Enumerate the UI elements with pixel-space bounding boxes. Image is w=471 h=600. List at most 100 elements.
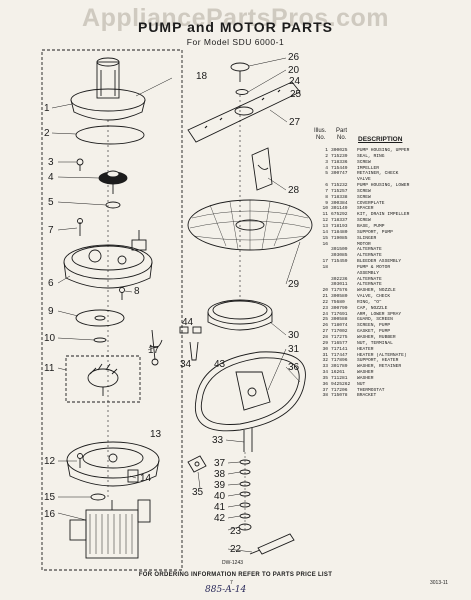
parts-list-description: COVERPLATE [357,200,385,206]
parts-list-description: HEATER (ALTERNATE) [357,352,407,358]
parts-list-illus-no: 4 [325,165,328,171]
callout-17: 17 [148,345,160,356]
heater-terminal [243,428,253,452]
coverplate [75,309,125,327]
callout-37: 37 [214,458,226,469]
parts-list-description: ASSEMBLY [357,270,380,276]
parts-list-illus-no: 23 [322,305,328,311]
parts-list-part-no: 715232 [331,183,348,189]
callout-41: 41 [214,502,226,513]
parts-list-part-no: 303085 [331,253,348,259]
parts-list-part-no: 301789 [331,364,348,370]
parts-list-description: SCREW [357,159,371,165]
parts-list-illus-no: 37 [322,387,328,393]
callout-33: 33 [212,435,224,446]
parts-list-part-no: 300790 [331,305,348,311]
callout-43: 43 [214,359,226,370]
parts-list-illus-no: 17 [322,259,328,265]
callout-6: 6 [48,278,54,289]
parts-list-illus-no: 29 [322,340,328,346]
parts-list-illus-no: 24 [322,311,328,317]
callout-26: 26 [288,52,300,63]
bracket [187,455,207,473]
parts-list-illus-no: 31 [322,352,328,358]
ordering-note: FOR ORDERING INFORMATION REFER TO PARTS … [138,572,333,578]
parts-list-row: VALVE [315,177,467,183]
callout-8: 8 [134,286,140,297]
callout-39: 39 [214,480,226,491]
parts-list-part-no: 718338 [331,194,348,200]
parts-list-illus-no: 9 [325,200,328,206]
lower-spray-arm [187,81,301,143]
pump-gasket [207,299,273,331]
parts-list-part-no: 719085 [331,235,348,241]
parts-list-description: GUARD, SCREEN [357,317,393,323]
thermostat [249,533,295,555]
parts-list-part-no: 717275 [331,335,348,340]
callout-13: 13 [150,429,162,440]
parts-list-description: PUMP HOUSING, UPPER [357,148,410,153]
parts-list-illus-no: 5 [325,171,328,177]
parts-list-illus-no: 6 [325,183,328,189]
parts-list-part-no: 16261 [331,370,345,376]
parts-list-description: ARM, LOWER SPRAY [357,311,402,317]
parts-list-description: WASHER, RUBBER [357,335,396,340]
parts-list-description: ALTERNATE [357,247,382,253]
parts-list-description: NUT [357,381,366,387]
parts-list-description: BRACKET [357,393,377,399]
parts-list-part-no: 75680 [331,299,345,305]
parts-list-illus-no: 15 [322,235,328,241]
parts-list-illus-no: 22 [322,299,328,305]
parts-list-illus-no: 16 [322,241,328,247]
parts-list-description: VALVE [357,177,371,183]
parts-list-description: WASHER [357,375,374,381]
parts-list-part-no: 300747 [331,171,348,177]
parts-list-illus-no: 11 [322,212,328,218]
parts-list-illus-no: 12 [322,218,328,224]
callout-40: 40 [214,491,226,502]
parts-list-part-no: 715449 [331,165,348,171]
parts-list-part-no: 301149 [331,206,348,212]
parts-list-illus-no: 26 [322,323,328,329]
callout-1: 1 [44,103,50,114]
parts-list-row: 16 MOTOR [315,242,467,248]
watermark: AppliancePartsPros.com [82,4,389,32]
parts-list-description: KIT, DRAIN IMPELLER [357,212,410,218]
parts-list-description: SPACER [357,206,374,212]
parts-list-illus-no: 8 [325,194,328,200]
upper-pump-housing [70,57,146,121]
impeller [98,170,128,194]
parts-list-description: MOTOR [357,241,371,247]
form-code: 3013-11 [430,580,448,586]
seal-ring [75,125,145,145]
screen-guard [251,147,273,191]
callout-5: 5 [48,197,54,208]
callout-10: 10 [44,333,56,344]
parts-list-illus-no: 14 [322,229,328,235]
parts-list-part-no: 716577 [331,340,348,346]
parts-list-description: HEATER [357,346,374,352]
parts-list-description: SCREW [357,218,371,224]
parts-list-part-no: 715459 [331,259,348,265]
parts-list-illus-no: 1 [325,148,328,153]
parts-list-head-desc: DESCRIPTION [358,136,403,143]
parts-list-head-illus: Illus. [314,128,327,134]
parts-list-part-no: 718480 [331,229,348,235]
